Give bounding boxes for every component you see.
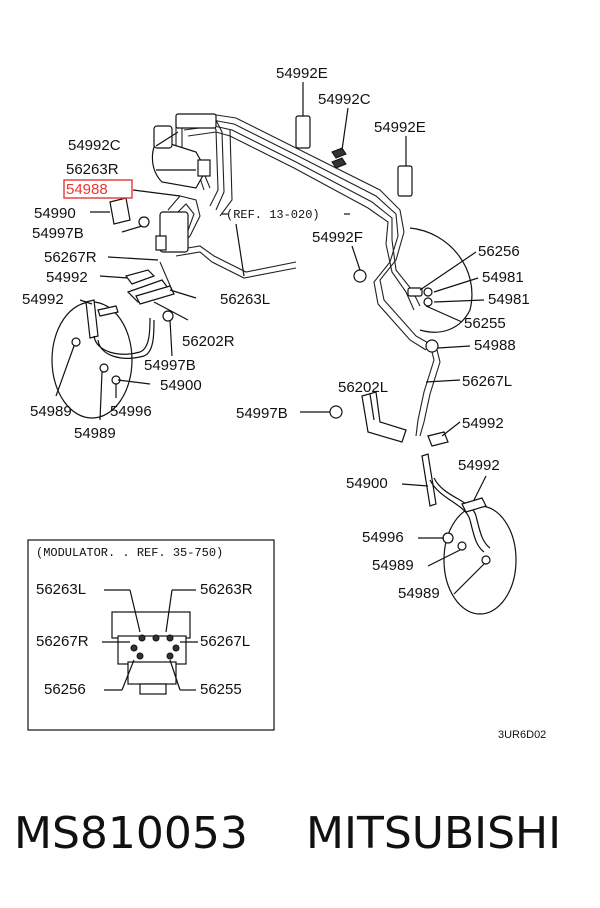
modulator-base <box>127 661 177 685</box>
inset-label: 56263L <box>36 581 86 598</box>
part-label: 54989 <box>30 403 72 420</box>
part-label: 56202R <box>182 333 235 350</box>
inset-label: 56256 <box>44 681 86 698</box>
part-label: 54992F <box>312 229 363 246</box>
modulator-top <box>111 611 191 639</box>
part-label: 54996 <box>362 529 404 546</box>
part-label: 54992 <box>462 415 504 432</box>
part-label: 54988 <box>474 337 516 354</box>
part-label: 54997B <box>236 405 288 422</box>
part-label: 54989 <box>398 585 440 602</box>
part-label: 54981 <box>488 291 530 308</box>
reference-bracket: (REF. 13-020) <box>222 208 350 222</box>
part-label: 56267R <box>44 249 97 266</box>
rear-bracket <box>329 391 449 447</box>
part-label: 56255 <box>464 315 506 332</box>
part-label: 54992 <box>458 457 500 474</box>
modulator-foot <box>139 683 167 695</box>
part-label: 56202L <box>338 379 388 396</box>
part-label: 54992 <box>46 269 88 286</box>
clip-54992C-top <box>331 107 349 169</box>
inset-frame <box>27 539 275 731</box>
modulator-inset: (MODULATOR. . REF. 35-750) 56263L 56263R… <box>27 539 275 731</box>
part-label: 54900 <box>160 377 202 394</box>
modulator-hose-cluster <box>151 113 217 253</box>
inset-label: 56267L <box>200 633 250 650</box>
part-number: MS810053 <box>14 808 248 859</box>
footer: MS810053 MITSUBISHI <box>0 808 600 868</box>
inset-title: (MODULATOR. . REF. 35-750) <box>36 546 223 560</box>
rear-right-brake-hose <box>421 453 517 615</box>
highlight-box <box>63 179 133 199</box>
part-label: 54996 <box>110 403 152 420</box>
part-label: 54989 <box>74 425 116 442</box>
clip-54992E-right <box>397 136 413 197</box>
front-left-brake-hose <box>51 299 155 419</box>
part-label: 54997B <box>144 357 196 374</box>
part-label: 54981 <box>482 269 524 286</box>
part-label: 54992E <box>374 119 426 136</box>
part-labels: 54992E 54992C 54992E 54992C 56263R 54988… <box>22 65 530 602</box>
brackets-left <box>109 197 175 322</box>
part-label: 54992 <box>22 291 64 308</box>
part-label: 56263R <box>66 161 119 178</box>
part-label: 56256 <box>478 243 520 260</box>
part-label-highlighted: 54988 <box>66 181 108 198</box>
part-label: 54989 <box>372 557 414 574</box>
clip-54992E-top <box>295 82 311 149</box>
inset-label: 56255 <box>200 681 242 698</box>
part-label: 54997B <box>32 225 84 242</box>
brand-name: MITSUBISHI <box>306 808 562 859</box>
part-label: 54992E <box>276 65 328 82</box>
reference-note: (REF. 13-020) <box>226 208 320 222</box>
inset-label: 56267R <box>36 633 89 650</box>
part-label: 56267L <box>462 373 512 390</box>
part-label: 56263L <box>220 291 270 308</box>
part-label: 54992C <box>318 91 371 108</box>
part-label: 54992C <box>68 137 121 154</box>
drawing-code: 3UR6D02 <box>498 729 546 741</box>
leader-lines <box>55 131 487 595</box>
inset-label: 56263R <box>200 581 253 598</box>
part-label: 54990 <box>34 205 76 222</box>
part-label: 54900 <box>346 475 388 492</box>
